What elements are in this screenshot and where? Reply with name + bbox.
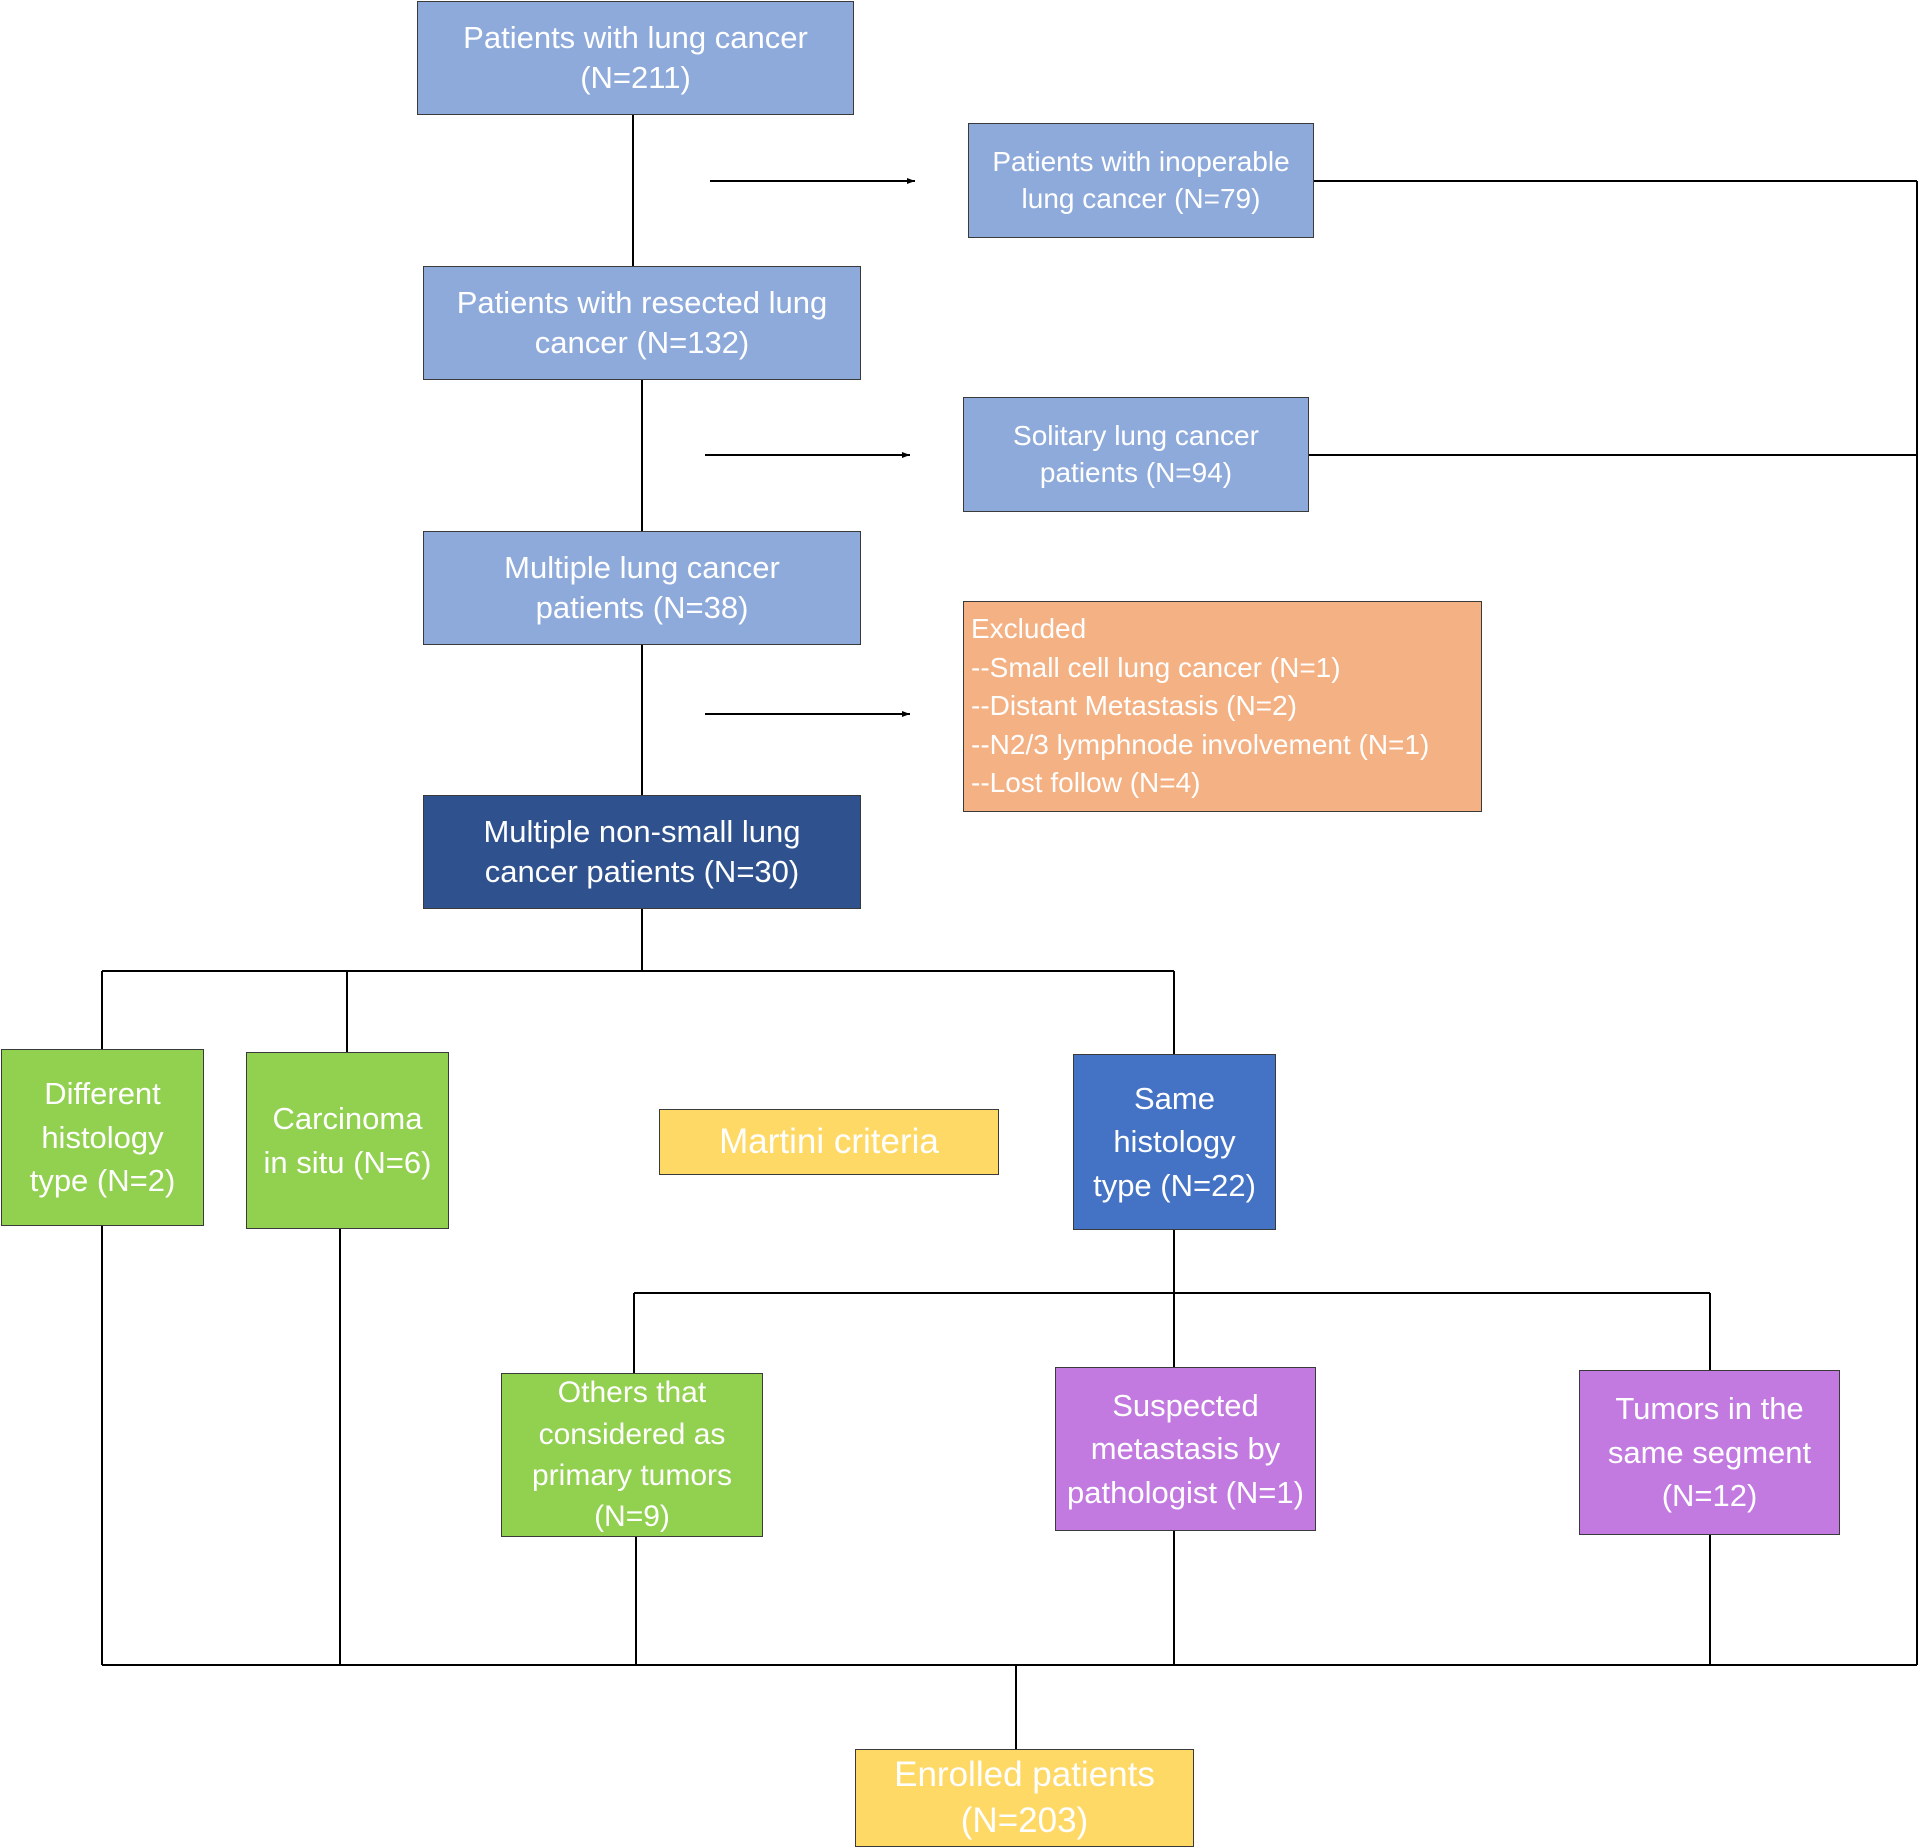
box-inoperable: Patients with inoperable lung cancer (N=…	[968, 123, 1314, 238]
box-martini-criteria: Martini criteria	[659, 1109, 999, 1175]
box-multiple-lung-cancer: Multiple lung cancer patients (N=38)	[423, 531, 861, 645]
box-excluded: Excluded --Small cell lung cancer (N=1) …	[963, 601, 1482, 812]
box-solitary: Solitary lung cancer patients (N=94)	[963, 397, 1309, 512]
box-patients-lung-cancer: Patients with lung cancer (N=211)	[417, 1, 854, 115]
box-same-histology: Same histology type (N=22)	[1073, 1054, 1276, 1230]
box-enrolled: Enrolled patients (N=203)	[855, 1749, 1194, 1847]
box-suspected-metastasis: Suspected metastasis by pathologist (N=1…	[1055, 1367, 1316, 1531]
box-others-primary: Others that considered as primary tumors…	[501, 1373, 763, 1537]
box-different-histology: Different histology type (N=2)	[1, 1049, 204, 1226]
box-same-segment: Tumors in the same segment (N=12)	[1579, 1370, 1840, 1535]
connector-lines	[101, 115, 1918, 1749]
box-resected: Patients with resected lung cancer (N=13…	[423, 266, 861, 380]
box-multiple-nsclc: Multiple non-small lung cancer patients …	[423, 795, 861, 909]
box-carcinoma-in-situ: Carcinoma in situ (N=6)	[246, 1052, 449, 1229]
